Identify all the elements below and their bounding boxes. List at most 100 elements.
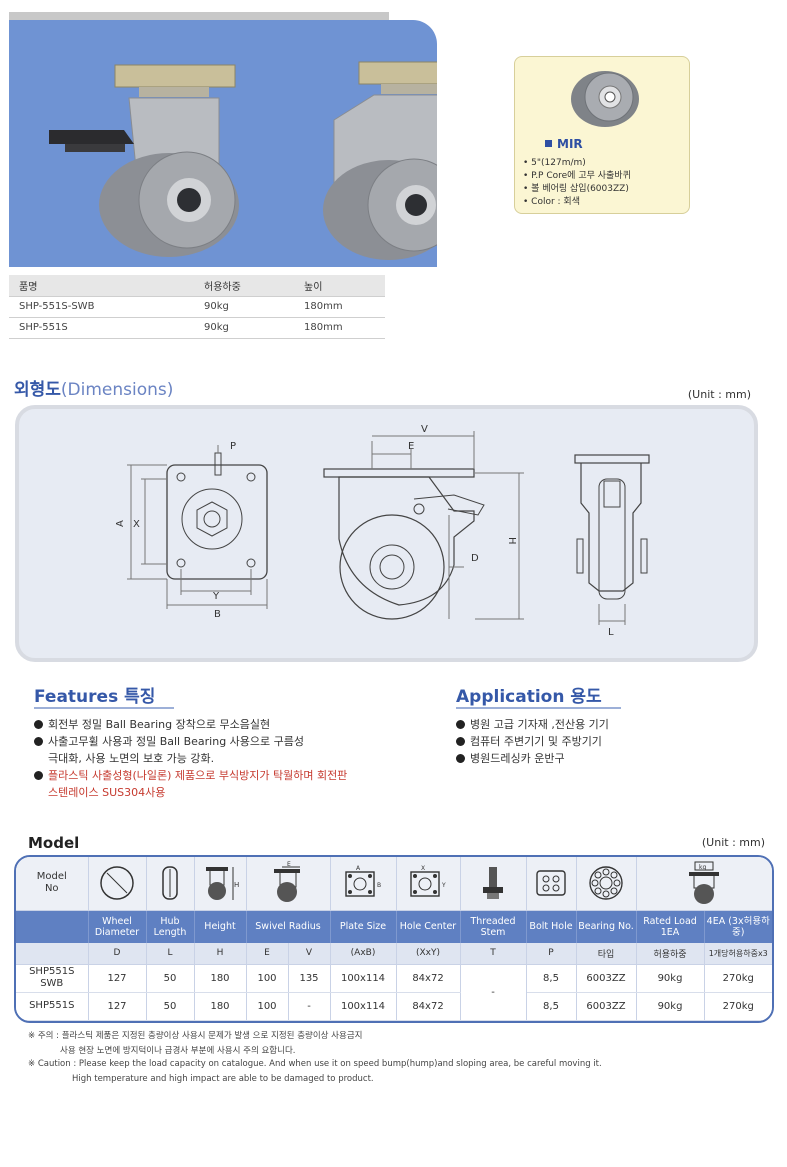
threaded-stem-icon — [460, 857, 527, 911]
application-item: 컴퓨터 주변기기 및 주방기기 — [456, 733, 609, 750]
bolt-hole-icon — [526, 857, 577, 911]
cell-d: 127 — [88, 964, 147, 993]
subheader-blank — [16, 943, 89, 965]
header-bolt-hole: Bolt Hole — [526, 910, 577, 943]
feature-item-continued: 극대화, 사용 노면의 보호 가능 강화. — [48, 752, 215, 765]
header-row: Wheel Diameter Hub Length Height Swivel … — [16, 910, 772, 943]
subheader-cell: E — [246, 943, 289, 965]
product-photo-panel — [9, 20, 437, 267]
model-title: Model — [28, 834, 80, 852]
svg-text:A: A — [356, 865, 361, 872]
svg-text:kg: kg — [699, 864, 706, 871]
mir-spec-item: 5"(127m/m) — [523, 157, 631, 170]
square-bullet-icon — [545, 140, 552, 147]
cell-bearing: 6003ZZ — [576, 992, 637, 1021]
table-row: SHP551S 127 50 180 100 - 100x114 84x72 8… — [16, 992, 772, 1021]
dimensions-unit: (Unit : mm) — [687, 388, 751, 401]
features-list: 회전부 정밀 Ball Bearing 장착으로 무소음실현 사출고무휠 사용과… — [34, 716, 347, 801]
cell-hole: 84x72 — [396, 964, 461, 993]
caster-photos — [49, 61, 437, 260]
dim-label-v: V — [421, 424, 428, 435]
bullet-icon — [34, 720, 43, 729]
header-threaded-stem: Threaded Stem — [460, 910, 527, 943]
header-swivel-radius: Swivel Radius — [246, 910, 331, 943]
subheader-row: D L H E V (AxB) (XxY) T P 타입 허용하중 1개당허용하… — [16, 943, 772, 965]
dim-label-p: P — [230, 441, 236, 452]
table-row: SHP-551S 90kg 180mm — [9, 317, 385, 339]
height-icon: H — [194, 857, 247, 911]
features-underline — [34, 707, 174, 709]
cell-hole: 84x72 — [396, 992, 461, 1021]
dimensions-title: 외형도(Dimensions) — [14, 380, 174, 400]
cell-l: 50 — [146, 964, 195, 993]
wheel-diameter-icon — [88, 857, 147, 911]
header-bearing-no: Bearing No. — [576, 910, 637, 943]
cell-v: - — [288, 992, 331, 1021]
header-name: 품명 — [9, 275, 194, 297]
cell-e: 100 — [246, 964, 289, 993]
application-title: Application 용도 — [456, 687, 602, 707]
svg-text:B: B — [377, 882, 381, 889]
subheader-cell: L — [146, 943, 195, 965]
cell-d: 127 — [88, 992, 147, 1021]
cell-load4: 270kg — [704, 964, 772, 993]
header-load: 허용하중 — [194, 275, 294, 297]
cell-t: - — [460, 964, 527, 1021]
bearing-icon — [576, 857, 637, 911]
wheel-image — [571, 71, 639, 127]
table-row: SHP-551S-SWB 90kg 180mm — [9, 296, 385, 318]
cell-h: 180 — [194, 964, 247, 993]
dim-label-a: A — [115, 520, 126, 527]
application-list: 병원 고급 기자재 ,전산용 기기 컴퓨터 주변기기 및 주방기기 병원드레싱카… — [456, 716, 609, 767]
application-item: 병원 고급 기자재 ,전산용 기기 — [456, 716, 609, 733]
cell-name: SHP-551S — [9, 317, 194, 339]
cell-h: 180 — [194, 992, 247, 1021]
cell-height: 180mm — [294, 296, 385, 318]
cell-load: 90kg — [194, 296, 294, 318]
cell-load: 90kg — [636, 964, 705, 993]
dim-label-l: L — [608, 627, 614, 638]
feature-item-highlight: 플라스틱 사출성형(나일론) 제품으로 부식방지가 탁월하며 회전판 — [34, 767, 347, 784]
subheader-cell: V — [288, 943, 331, 965]
caster-with-brake-image — [49, 64, 239, 257]
cell-plate: 100x114 — [330, 992, 397, 1021]
caution-note-ko-2: 사용 현장 노면에 방지턱이나 급경사 부분에 사용시 주의 요합니다. — [60, 1046, 296, 1056]
bullet-icon — [34, 737, 43, 746]
technical-drawing: P A X Y B V E D H L — [115, 424, 650, 638]
dim-label-x: X — [133, 519, 140, 530]
dim-label-d: D — [471, 553, 479, 564]
cell-load: 90kg — [636, 992, 705, 1021]
header-hole-center: Hole Center — [396, 910, 461, 943]
bullet-icon — [456, 754, 465, 763]
swivel-radius-icon: E — [246, 857, 331, 911]
header-model-no — [16, 910, 89, 943]
side-view-drawing — [323, 431, 524, 620]
top-view-drawing — [127, 445, 268, 609]
application-item: 병원드레싱카 운반구 — [456, 750, 609, 767]
cell-height: 180mm — [294, 317, 385, 339]
subheader-cell: T — [460, 943, 527, 965]
dim-label-h: H — [506, 537, 517, 545]
caution-note-ko-1: ※ 주의 : 플라스틱 제품은 지정된 충량이상 사용시 문제가 발생 으로 지… — [28, 1031, 363, 1041]
cell-model: SHP551S — [16, 992, 89, 1021]
caster-without-brake-image — [323, 61, 437, 260]
header-height: 높이 — [294, 275, 385, 297]
cell-v: 135 — [288, 964, 331, 993]
cell-load4: 270kg — [704, 992, 772, 1021]
dim-label-e: E — [408, 441, 414, 452]
product-summary-table: 품명 허용하중 높이 SHP-551S-SWB 90kg 180mm SHP-5… — [9, 275, 385, 339]
feature-item: 사출고무휠 사용과 정밀 Ball Bearing 사용으로 구름성 — [34, 733, 347, 750]
bullet-icon — [34, 771, 43, 780]
header-rated-load: Rated Load 1EA — [636, 910, 705, 943]
application-underline — [456, 707, 621, 709]
caution-note-en-2: High temperature and high impact are abl… — [72, 1074, 374, 1084]
cell-name: SHP-551S-SWB — [9, 296, 194, 318]
svg-text:Y: Y — [441, 882, 446, 889]
bullet-icon — [456, 720, 465, 729]
feature-item-highlight-continued: 스텐레이스 SUS304사용 — [48, 786, 166, 799]
